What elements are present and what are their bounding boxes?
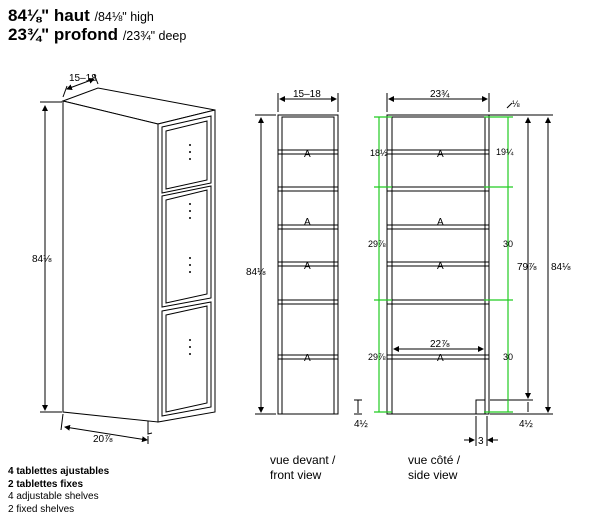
depth-en: /23¾" deep	[122, 29, 187, 43]
side-shelves	[386, 149, 490, 360]
svg-text:A: A	[437, 217, 444, 228]
header-height: 84⅛" haut /84⅛" high	[8, 6, 154, 27]
side-inner-depth-label: 22⅞	[430, 339, 450, 350]
side-offset-label: ⅛	[512, 99, 520, 109]
side-toe-kick	[475, 399, 485, 414]
side-gap-right-2: 30	[503, 239, 513, 249]
iso-door-top	[161, 115, 212, 194]
side-depth-label: 23¾	[430, 89, 450, 100]
front-base-label: 4½	[354, 419, 369, 430]
side-view-caption-fr: vue côté /	[408, 453, 461, 467]
iso-toe-kick	[147, 421, 153, 435]
iso-door-bot	[161, 301, 212, 417]
height-en: /84⅛" high	[94, 10, 154, 24]
front-shelves	[277, 149, 339, 360]
front-view-caption-en: front view	[270, 468, 322, 482]
iso-depth-label: 20⅞	[93, 434, 113, 445]
isometric-view	[40, 73, 216, 444]
side-gap-right-1: 19¼	[496, 147, 514, 157]
iso-hinge-dots	[189, 144, 191, 355]
side-gap-right-3: 30	[503, 352, 513, 362]
iso-width-label: 15–18	[69, 73, 97, 84]
front-view-caption-fr: vue devant /	[270, 453, 336, 467]
side-gap-left-1: 18½	[370, 148, 388, 158]
iso-door-bot-inner	[165, 305, 208, 413]
side-toe-kick-label: 3	[478, 436, 484, 447]
front-view-caption: vue devant / front view	[270, 453, 335, 483]
iso-door-mid-inner	[165, 189, 208, 304]
iso-front-face	[157, 109, 216, 423]
side-view-caption: vue côté / side view	[408, 453, 460, 483]
header-depth: 23¾" profond /23¾" deep	[8, 25, 186, 46]
svg-text:A: A	[437, 353, 444, 364]
notes-line-2: 2 tablettes fixes	[8, 478, 84, 490]
notes-line-4: 2 fixed shelves	[8, 503, 75, 515]
side-height-label: 84⅛	[551, 262, 571, 273]
svg-text:A: A	[304, 149, 311, 160]
side-gap-left-3: 29⅞	[368, 352, 386, 362]
svg-text:A: A	[304, 217, 311, 228]
front-pin-marks: A A A A	[304, 149, 311, 364]
svg-text:A: A	[304, 353, 311, 364]
front-height-label: 84⅛	[246, 267, 266, 278]
shelf-notes: 4 tablettes ajustables 2 tablettes fixes…	[8, 466, 109, 516]
svg-text:A: A	[437, 149, 444, 160]
svg-text:A: A	[304, 261, 311, 272]
notes-line-3: 4 adjustable shelves	[8, 491, 99, 502]
side-view-caption-en: side view	[408, 468, 458, 482]
side-green-dims	[374, 116, 513, 413]
iso-door-mid	[161, 185, 212, 308]
iso-door-top-inner	[165, 120, 208, 190]
iso-side-face	[62, 100, 159, 423]
side-view: A A A A	[386, 93, 553, 446]
front-width-label: 15–18	[293, 89, 321, 100]
svg-text:A: A	[437, 261, 444, 272]
iso-height-label: 84⅛	[32, 254, 52, 265]
notes-line-1: 4 tablettes ajustables	[8, 466, 110, 477]
side-gap-left-2: 29⅞	[368, 239, 386, 249]
front-view: A A A A	[255, 93, 362, 415]
height-fr: 84⅛" haut	[8, 6, 90, 25]
depth-fr: 23¾" profond	[8, 25, 119, 44]
side-base-label: 4½	[519, 419, 534, 430]
side-inner-height-label: 79⅞	[517, 262, 537, 273]
side-pin-marks: A A A A	[437, 149, 444, 364]
